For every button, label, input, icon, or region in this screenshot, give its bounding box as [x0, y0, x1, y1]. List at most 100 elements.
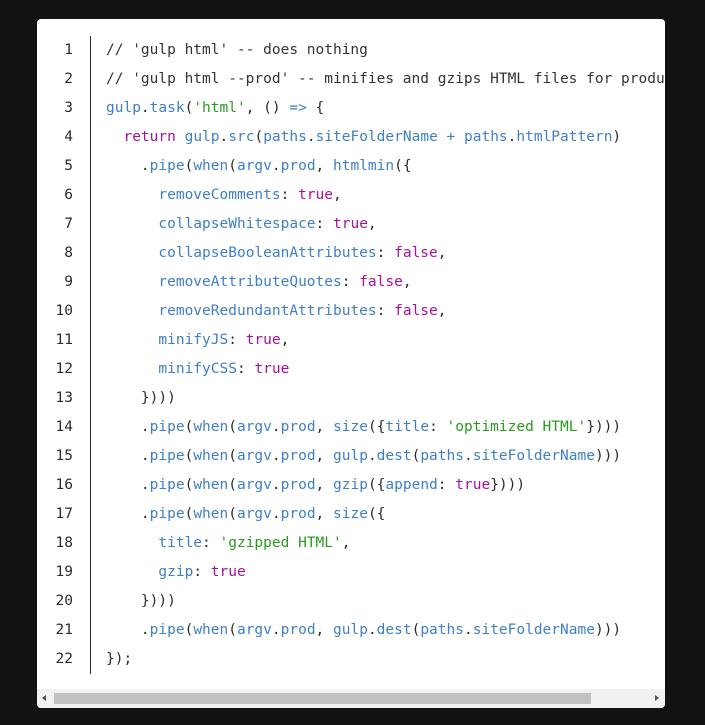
- code-token: .: [367, 622, 377, 638]
- code-token: prod: [280, 622, 316, 638]
- code-token: when: [193, 419, 229, 435]
- code-token: size: [333, 419, 368, 435]
- code-token: ,: [315, 622, 334, 638]
- code-token: true: [254, 361, 290, 377]
- code-token: argv: [236, 158, 272, 174]
- code-token: when: [193, 448, 229, 464]
- code-token: argv: [236, 477, 272, 493]
- code-token: .: [219, 129, 229, 145]
- code-line: collapseWhitespace: true,: [106, 210, 665, 239]
- code-token: .: [306, 129, 316, 145]
- code-token: .: [271, 506, 281, 522]
- code-token: (: [184, 506, 194, 522]
- code-line: removeComments: true,: [106, 181, 665, 210]
- code-token: when: [193, 158, 229, 174]
- code-token: when: [193, 622, 229, 638]
- code-line: minifyCSS: true: [106, 355, 665, 384]
- code-token: [106, 477, 141, 493]
- line-number: 17: [55, 506, 73, 522]
- code-token: +: [446, 129, 456, 145]
- code-token: title: [385, 419, 430, 435]
- code-token: paths: [420, 448, 464, 464]
- code-token: .: [140, 622, 150, 638]
- code-token: :: [376, 303, 395, 319]
- code-token: gulp: [106, 100, 141, 116]
- code-token: (: [411, 622, 421, 638]
- code-line: collapseBooleanAttributes: false,: [106, 239, 665, 268]
- code-token: :: [236, 361, 255, 377]
- code-token: ,: [367, 216, 377, 232]
- scrollbar-thumb[interactable]: [54, 693, 591, 704]
- code-token: when: [193, 477, 229, 493]
- code-token: // 'gulp html' -- does nothing: [106, 42, 368, 58]
- code-token: .: [140, 477, 150, 493]
- code-token: true: [245, 332, 281, 348]
- code-token: false: [394, 303, 438, 319]
- code-token: paths: [263, 129, 307, 145]
- code-token: [176, 129, 185, 145]
- code-token: argv: [236, 448, 272, 464]
- code-token: append: [385, 477, 438, 493]
- code-token: ,: [315, 448, 334, 464]
- code-line: }))): [106, 587, 665, 616]
- code-token: 'html': [193, 100, 246, 116]
- code-token: title: [158, 535, 203, 551]
- code-token: prod: [280, 158, 316, 174]
- code-token: pipe: [149, 477, 185, 493]
- code-token: argv: [236, 622, 272, 638]
- code-token: removeRedundantAttributes: [158, 303, 377, 319]
- line-number: 5: [64, 158, 73, 174]
- code-token: (: [184, 100, 194, 116]
- code-token: ,: [437, 245, 447, 261]
- code-token: task: [149, 100, 185, 116]
- code-token: ,: [315, 419, 334, 435]
- code-token: (: [228, 419, 237, 435]
- code-token: when: [193, 506, 229, 522]
- code-token: }))): [586, 419, 622, 435]
- code-token: .: [271, 477, 281, 493]
- line-number: 9: [64, 274, 73, 290]
- code-line: .pipe(when(argv.prod, gulp.dest(paths.si…: [106, 442, 665, 471]
- code-token: true: [333, 216, 368, 232]
- code-token: .: [271, 158, 281, 174]
- line-number: 8: [64, 245, 73, 261]
- code-token: [106, 593, 141, 609]
- code-token: ,: [437, 303, 447, 319]
- code-token: }))): [140, 390, 176, 406]
- line-number: 4: [64, 129, 73, 145]
- line-number: 7: [64, 216, 73, 232]
- code-token: ,: [402, 274, 412, 290]
- code-token: [106, 187, 158, 203]
- code-token: .: [507, 129, 517, 145]
- code-token: siteFolderName: [315, 129, 438, 145]
- code-token: ))): [594, 448, 622, 464]
- code-token: });: [106, 651, 133, 667]
- code-token: size: [333, 506, 368, 522]
- chevron-right-icon[interactable]: [648, 689, 665, 708]
- code-token: [106, 535, 158, 551]
- code-token: true: [298, 187, 333, 203]
- code-token: (: [228, 622, 237, 638]
- code-token: 'optimized HTML': [446, 419, 587, 435]
- chevron-left-icon[interactable]: [37, 689, 54, 708]
- code-token: (: [184, 448, 194, 464]
- code-token: dest: [376, 622, 412, 638]
- code-token: :: [193, 564, 211, 580]
- code-content: // 'gulp html' -- does nothing// 'gulp h…: [106, 36, 665, 674]
- code-token: return: [123, 129, 176, 145]
- code-token: gulp: [333, 448, 368, 464]
- code-token: src: [228, 129, 255, 145]
- horizontal-scrollbar[interactable]: [37, 689, 665, 708]
- code-token: :: [376, 245, 395, 261]
- code-token: ,: [315, 477, 334, 493]
- code-token: [106, 274, 158, 290]
- code-token: .: [140, 100, 150, 116]
- code-token: [455, 129, 464, 145]
- code-token: (: [184, 158, 194, 174]
- code-token: [106, 361, 158, 377]
- code-token: :: [341, 274, 360, 290]
- code-token: :: [315, 216, 333, 232]
